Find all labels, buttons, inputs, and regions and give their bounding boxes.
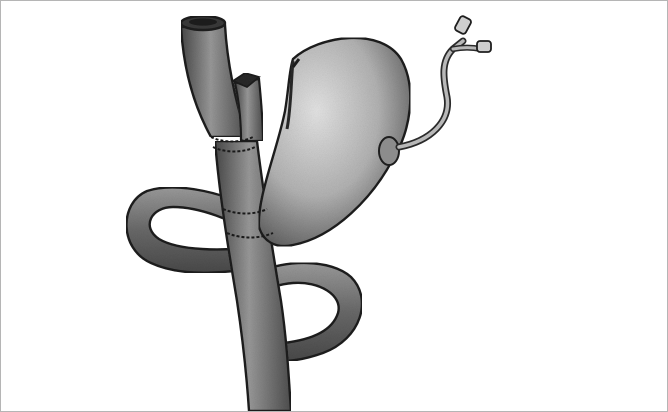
esophagus-tube	[181, 16, 247, 137]
